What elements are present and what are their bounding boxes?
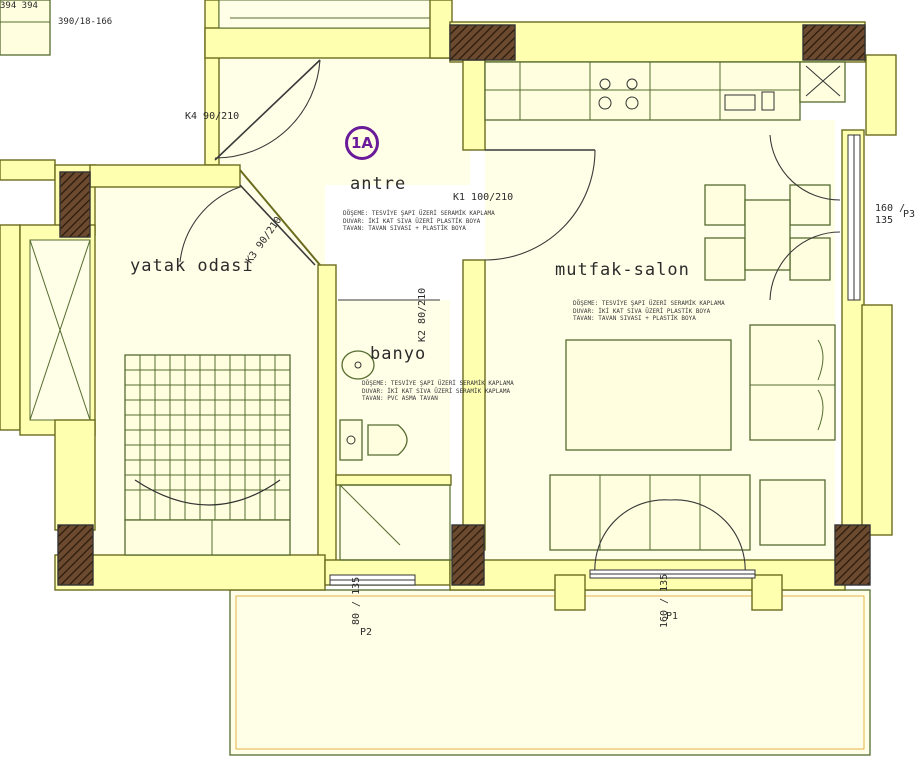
window-p2-dims: 80 / 135 bbox=[351, 576, 362, 625]
bath-fixtures bbox=[339, 350, 451, 561]
room-name-bedroom: yatak odası bbox=[130, 256, 254, 276]
door-label-k1: K1 100/210 bbox=[453, 192, 514, 203]
window-p3-dims: 160 / 135 bbox=[875, 203, 906, 226]
neighbour-fragment bbox=[0, 0, 56, 431]
dining-set bbox=[704, 184, 831, 281]
top-label-a: 394 394 bbox=[0, 1, 38, 11]
room-name-entry: antre bbox=[350, 174, 407, 194]
unit-tag: 1A bbox=[345, 126, 379, 160]
column bbox=[449, 24, 516, 61]
window-p2-name: P2 bbox=[360, 627, 373, 638]
kitchen-counter bbox=[484, 61, 846, 121]
balcony-outline bbox=[229, 589, 871, 756]
finish-note-entry: DÖŞEME: TESVİYE ŞAPI ÜZERİ SERAMİK KAPLA… bbox=[343, 210, 495, 232]
finish-note-bath: DÖŞEME: TESVİYE ŞAPI ÜZERİ SERAMİK KAPLA… bbox=[362, 380, 514, 402]
finish-note-kitchen: DÖŞEME: TESVİYE ŞAPI ÜZERİ SERAMİK KAPLA… bbox=[573, 300, 725, 322]
column bbox=[451, 524, 485, 586]
walls bbox=[19, 0, 897, 611]
bed bbox=[124, 354, 291, 556]
windows bbox=[329, 134, 861, 586]
columns bbox=[57, 24, 871, 586]
room-name-kitchen-living: mutfak-salon bbox=[555, 260, 690, 280]
door-label-k4: K4 90/210 bbox=[185, 111, 240, 122]
room-name-bathroom: banyo bbox=[370, 344, 427, 364]
column bbox=[834, 524, 871, 586]
column bbox=[802, 24, 866, 61]
column bbox=[59, 171, 91, 238]
top-label-b: 390/18-166 bbox=[58, 17, 113, 27]
window-p1-name: P1 bbox=[666, 611, 679, 622]
living-furniture bbox=[549, 324, 836, 551]
column bbox=[57, 524, 94, 586]
doors bbox=[179, 59, 841, 576]
window-p3-name: P3 bbox=[903, 209, 916, 220]
entry-floor bbox=[215, 55, 470, 185]
door-label-k2: K2 80/210 bbox=[417, 287, 428, 342]
